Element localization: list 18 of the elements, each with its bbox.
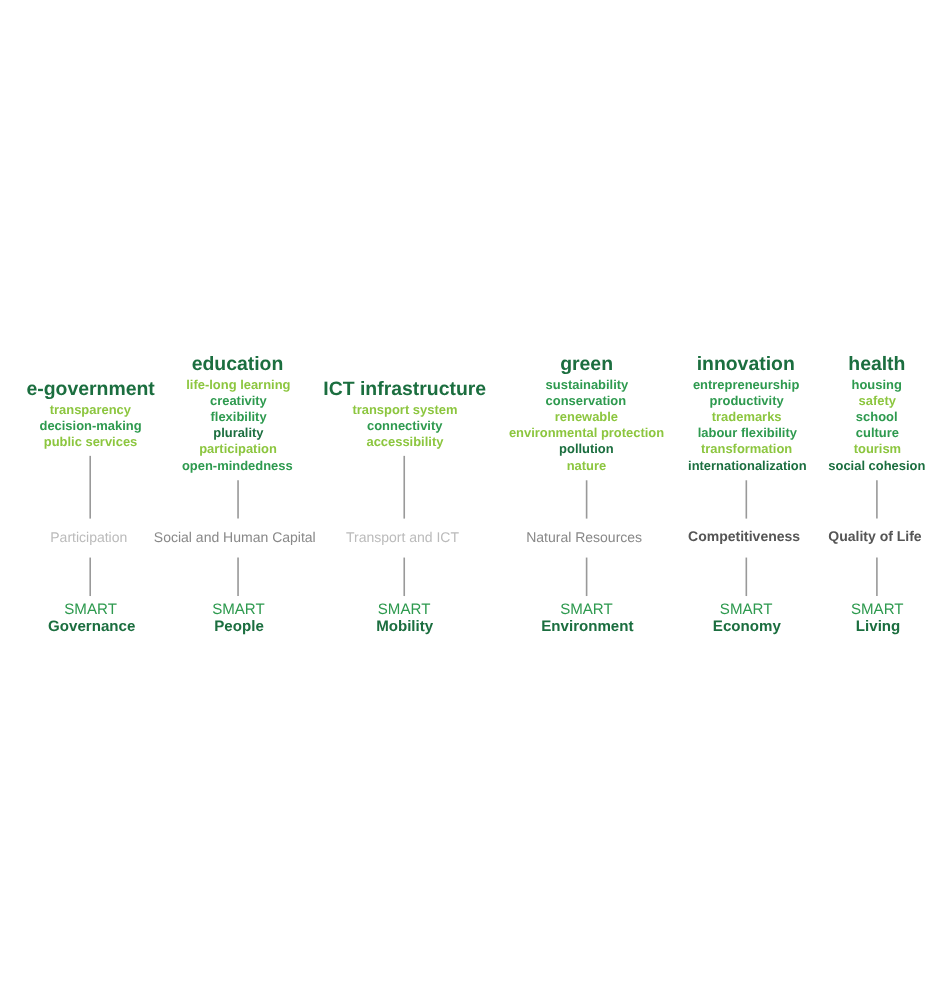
connector: [237, 556, 239, 597]
connector: [745, 479, 748, 520]
connector: [585, 479, 588, 520]
node-text: green: [560, 354, 614, 377]
node-text: education: [191, 354, 284, 377]
connector: [585, 556, 588, 597]
connector: [876, 556, 878, 597]
connector: [403, 556, 406, 597]
connector: [89, 556, 91, 597]
node-text: e-government: [26, 378, 155, 401]
node-text: innovation: [696, 354, 795, 377]
connector: [745, 556, 748, 597]
connector: [403, 455, 406, 520]
node-text: ICT infrastructure: [323, 378, 487, 401]
node-text: health: [848, 354, 906, 377]
connector: [89, 455, 91, 520]
connector: [876, 479, 878, 520]
connector: [237, 479, 239, 520]
